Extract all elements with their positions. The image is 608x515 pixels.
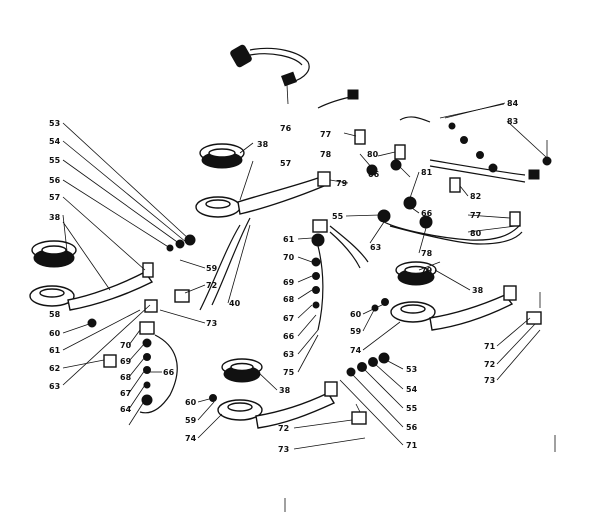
callout-54: 54 bbox=[406, 385, 418, 394]
callout-84: 84 bbox=[507, 99, 519, 108]
callout-55: 55 bbox=[49, 156, 61, 165]
callout-38: 38 bbox=[279, 386, 291, 395]
callout-70: 70 bbox=[120, 341, 132, 350]
callout-57: 57 bbox=[280, 159, 291, 168]
lower-left-valve-chain bbox=[103, 321, 178, 414]
callout-82: 82 bbox=[470, 192, 481, 201]
callout-59: 59 bbox=[185, 416, 197, 425]
callout-77: 77 bbox=[320, 130, 331, 139]
callout-74: 74 bbox=[185, 434, 197, 443]
callout-66: 66 bbox=[368, 170, 380, 179]
upper-right-tubing bbox=[317, 89, 552, 183]
callout-69: 69 bbox=[283, 278, 295, 287]
leader-lines bbox=[62, 102, 547, 450]
callout-71: 71 bbox=[484, 342, 496, 351]
callout-81: 81 bbox=[421, 168, 433, 177]
callout-80: 80 bbox=[367, 150, 379, 159]
callout-60: 60 bbox=[49, 329, 61, 338]
callout-61: 61 bbox=[283, 235, 295, 244]
callout-66: 66 bbox=[421, 209, 433, 218]
bottom-burner-assembly bbox=[209, 358, 338, 429]
callout-63: 63 bbox=[370, 243, 381, 252]
callout-labels: 76 38 57 77 78 80 84 83 79 66 81 82 77 8… bbox=[49, 99, 519, 454]
callout-65: 64 bbox=[120, 405, 132, 414]
right-burner-assembly bbox=[371, 261, 542, 331]
callout-78: 78 bbox=[421, 249, 433, 258]
callout-78: 78 bbox=[320, 150, 332, 159]
callout-66: 66 bbox=[283, 332, 295, 341]
center-valve-assembly bbox=[199, 217, 369, 331]
callout-69: 69 bbox=[120, 357, 132, 366]
callout-80: 80 bbox=[470, 229, 482, 238]
callout-67: 67 bbox=[283, 314, 294, 323]
callout-61: 61 bbox=[49, 346, 61, 355]
callout-38: 38 bbox=[49, 213, 61, 222]
callout-75: 75 bbox=[283, 368, 295, 377]
callout-73: 73 bbox=[206, 319, 217, 328]
callout-68: 68 bbox=[283, 295, 295, 304]
callout-60: 60 bbox=[185, 398, 197, 407]
callout-53: 53 bbox=[406, 365, 417, 374]
callout-71: 71 bbox=[406, 441, 418, 450]
top-center-burner-assembly bbox=[195, 143, 331, 218]
callout-73: 73 bbox=[278, 445, 289, 454]
callout-40: 40 bbox=[229, 299, 241, 308]
gas-supply-tube bbox=[230, 44, 310, 105]
callout-79: 79 bbox=[421, 266, 433, 275]
callout-57: 57 bbox=[49, 193, 60, 202]
right-valve-tubing bbox=[354, 129, 523, 245]
callout-54: 54 bbox=[49, 137, 61, 146]
callout-58: 58 bbox=[49, 310, 61, 319]
callout-76: 76 bbox=[280, 124, 292, 133]
callout-67: 67 bbox=[120, 389, 131, 398]
callout-53: 53 bbox=[49, 119, 60, 128]
callout-72: 72 bbox=[206, 281, 217, 290]
callout-77: 77 bbox=[470, 211, 481, 220]
callout-60: 60 bbox=[350, 310, 362, 319]
callout-56: 56 bbox=[406, 423, 418, 432]
callout-79: 79 bbox=[336, 179, 348, 188]
callout-38: 38 bbox=[472, 286, 484, 295]
callout-55: 55 bbox=[332, 212, 344, 221]
callout-59: 59 bbox=[206, 264, 218, 273]
callout-72: 72 bbox=[278, 424, 289, 433]
callout-68: 68 bbox=[120, 373, 132, 382]
callout-72: 72 bbox=[484, 360, 495, 369]
callout-66: 66 bbox=[163, 368, 175, 377]
lower-right-valve-chain bbox=[346, 352, 390, 425]
callout-83: 83 bbox=[507, 117, 518, 126]
callout-73: 73 bbox=[484, 376, 495, 385]
callout-63: 63 bbox=[283, 350, 294, 359]
callout-38: 38 bbox=[257, 140, 269, 149]
callout-56: 56 bbox=[49, 176, 61, 185]
callout-55: 55 bbox=[406, 404, 418, 413]
callout-59: 59 bbox=[350, 327, 362, 336]
callout-63: 63 bbox=[49, 382, 60, 391]
callout-70: 70 bbox=[283, 253, 295, 262]
callout-62: 62 bbox=[49, 364, 60, 373]
left-burner-assembly bbox=[29, 234, 196, 328]
callout-74: 74 bbox=[350, 346, 362, 355]
